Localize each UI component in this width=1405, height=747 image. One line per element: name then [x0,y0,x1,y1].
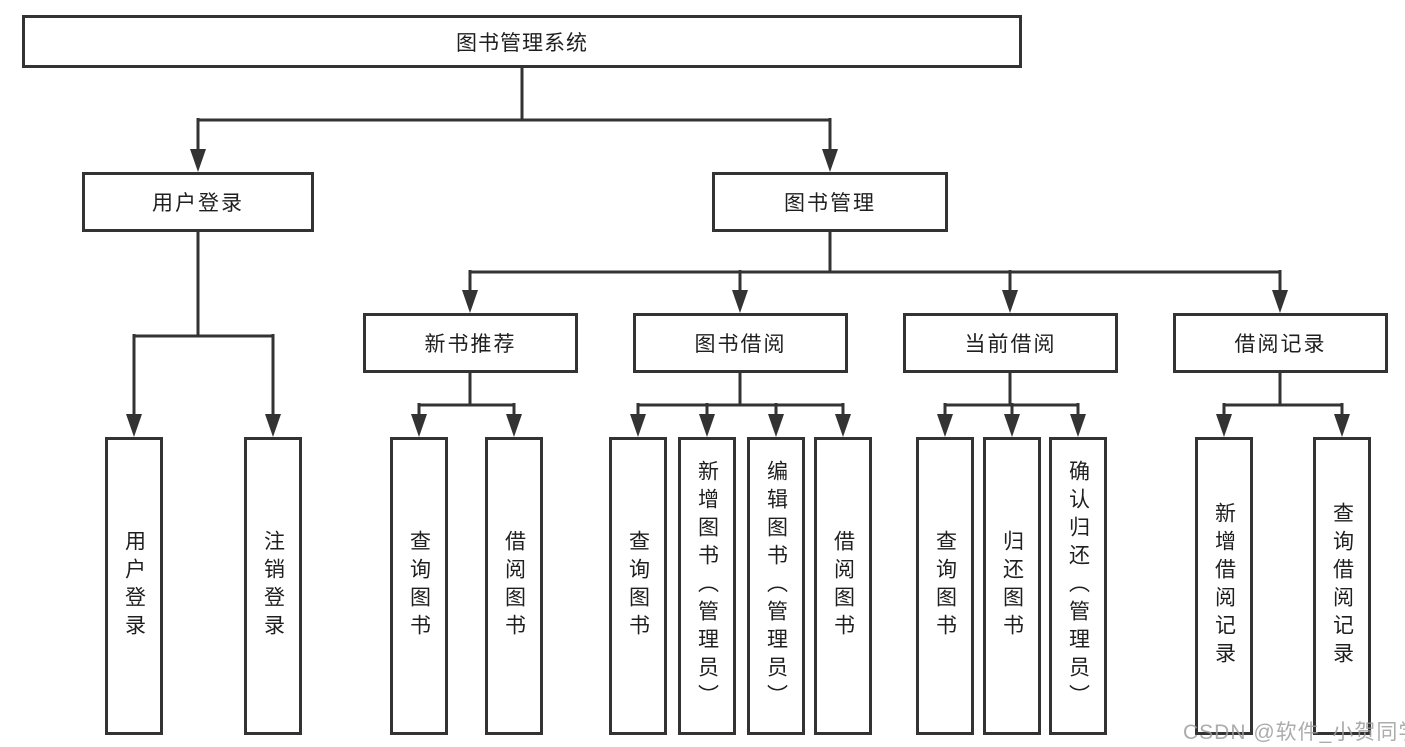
node-leaf-add-borrow-record-label: 新增借阅记录 [1212,502,1236,670]
node-book-management-branch: 图书管理 [712,172,948,232]
node-user-login-branch-label: 用户登录 [152,192,244,215]
node-leaf-logout: 注销登录 [244,437,302,735]
node-leaf-user-login-label: 用户登录 [122,530,146,642]
node-root-library-system: 图书管理系统 [22,15,1022,68]
connector-new-books-to-leaves [411,373,522,437]
node-leaf-user-login: 用户登录 [105,437,163,735]
node-leaf-add-borrow-record: 新增借阅记录 [1195,437,1253,735]
node-leaf-borrow-books-2: 借阅图书 [814,437,872,735]
node-new-book-recommend: 新书推荐 [363,313,578,373]
node-leaf-borrow-books-1-label: 借阅图书 [502,530,526,642]
node-borrowing-records: 借阅记录 [1173,313,1388,373]
node-leaf-logout-label: 注销登录 [261,530,285,642]
node-leaf-confirm-return-admin: 确认归还（管理员） [1049,437,1107,735]
node-leaf-query-borrow-record: 查询借阅记录 [1313,437,1371,735]
node-leaf-query-books-3: 查询图书 [916,437,974,735]
node-book-borrowing-label: 图书借阅 [694,333,787,356]
node-borrowing-records-label: 借阅记录 [1234,333,1327,356]
node-root-label: 图书管理系统 [456,31,588,55]
node-current-borrowing-label: 当前借阅 [964,333,1057,356]
node-leaf-query-books-2: 查询图书 [609,437,667,735]
connector-book-mgmt-to-level2 [462,232,1288,313]
node-leaf-return-books-label: 归还图书 [1000,530,1024,642]
connector-book-borrow-to-leaves [630,373,851,437]
node-new-book-recommend-label: 新书推荐 [424,333,517,356]
node-leaf-query-borrow-record-label: 查询借阅记录 [1330,502,1354,670]
node-leaf-edit-books-admin: 编辑图书（管理员） [747,437,805,735]
node-leaf-edit-books-admin-label: 编辑图书（管理员） [764,460,788,712]
node-leaf-add-books-admin-label: 新增图书（管理员） [695,460,719,712]
node-leaf-borrow-books-1: 借阅图书 [485,437,543,735]
node-book-management-branch-label: 图书管理 [784,192,876,215]
connector-current-borrow-to-leaves [937,373,1086,437]
csdn-watermark: CSDN @软件_小贺同学 [1183,721,1405,744]
connector-borrow-records-to-leaves [1216,373,1350,437]
node-leaf-add-books-admin: 新增图书（管理员） [678,437,736,735]
node-book-borrowing: 图书借阅 [633,313,848,373]
node-leaf-return-books: 归还图书 [983,437,1041,735]
node-leaf-confirm-return-admin-label: 确认归还（管理员） [1066,460,1090,712]
node-leaf-query-books-3-label: 查询图书 [933,530,957,642]
connector-root-to-branches [190,68,838,172]
connector-user-login-to-leaves [126,232,281,437]
node-leaf-borrow-books-2-label: 借阅图书 [831,530,855,642]
node-leaf-query-books-2-label: 查询图书 [626,530,650,642]
node-leaf-query-books-1-label: 查询图书 [407,530,431,642]
node-current-borrowing: 当前借阅 [903,313,1118,373]
node-user-login-branch: 用户登录 [82,172,314,232]
node-leaf-query-books-1: 查询图书 [390,437,448,735]
